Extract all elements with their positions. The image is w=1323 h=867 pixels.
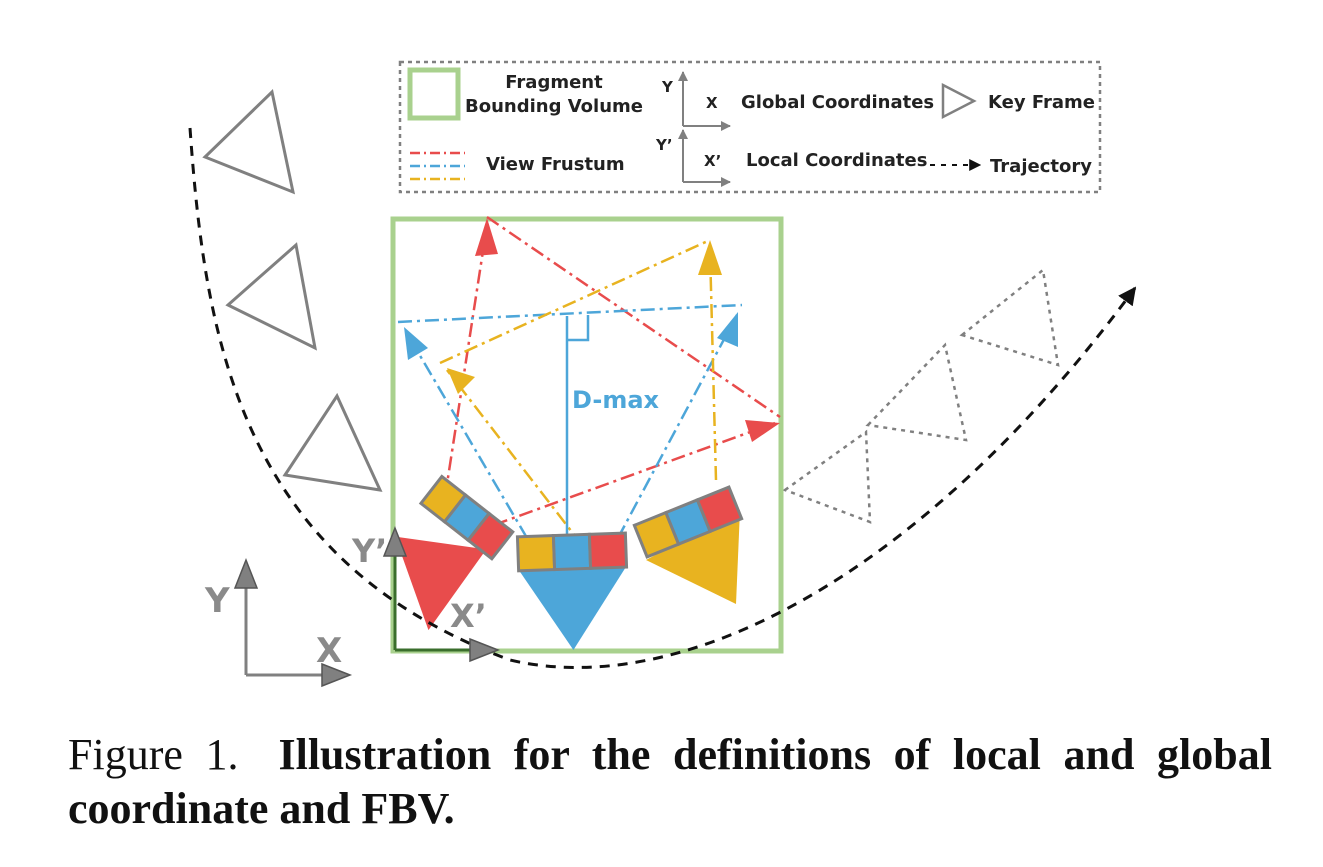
camera-blue-sensor xyxy=(587,531,629,570)
frustum-yellow-arrowhead xyxy=(447,368,475,394)
legend-local-axes-icon xyxy=(678,129,731,187)
key-frame-icon xyxy=(282,392,383,492)
key-frame-icon xyxy=(959,267,1060,367)
dotted-key-frames xyxy=(782,267,1060,524)
frustum-yellow-arrowhead xyxy=(698,240,722,275)
frustum-blue-arrowhead xyxy=(717,312,738,347)
legend-border xyxy=(398,60,1102,194)
local-x-axis-label: X’ xyxy=(450,597,487,635)
frustum-blue xyxy=(397,303,743,539)
legend-fbv-label-line2: Bounding Volume xyxy=(465,96,643,117)
local-y-axis-label: Y’ xyxy=(351,532,387,570)
frustum-blue-arrowhead xyxy=(404,327,428,360)
camera-blue-cone xyxy=(518,566,627,650)
caption-number: Figure 1. xyxy=(68,730,239,779)
caption-text: Illustration for the definitions of loca… xyxy=(68,730,1272,833)
frustum-red-arrowhead xyxy=(745,420,780,442)
legend: Fragment Bounding Volume View Frustum Y … xyxy=(398,60,1102,194)
key-frame-icon xyxy=(202,89,296,195)
fragment-bounding-volume xyxy=(390,216,784,654)
legend-local-x-label: X’ xyxy=(704,152,721,170)
camera-yellow-cone xyxy=(646,510,740,604)
d-max-label: D-max xyxy=(572,386,660,414)
camera-blue-sensor xyxy=(551,532,593,572)
camera-blue-sensor xyxy=(515,534,557,573)
legend-trajectory-label: Trajectory xyxy=(990,156,1092,177)
key-frame-icon xyxy=(225,242,318,351)
legend-global-x-label: X xyxy=(706,94,718,112)
legend-local-y-label: Y’ xyxy=(655,136,673,154)
legend-keyframe-icon xyxy=(941,82,977,120)
frustum-red xyxy=(443,215,781,527)
legend-global-axes-icon xyxy=(678,71,731,131)
camera-blue xyxy=(515,531,629,650)
global-axes xyxy=(233,557,353,688)
camera-red xyxy=(395,474,515,631)
local-axes xyxy=(382,525,501,663)
global-x-axis-label: X xyxy=(316,631,342,671)
camera-yellow xyxy=(632,485,744,604)
camera-yellow-sensor xyxy=(695,485,744,534)
legend-global-y-label: Y xyxy=(661,78,674,96)
legend-frustum-label: View Frustum xyxy=(486,154,625,175)
key-frames xyxy=(202,89,383,492)
legend-frustum-swatch xyxy=(410,151,465,181)
frustum-red-arrowhead xyxy=(475,218,498,256)
legend-fbv-label-line1: Fragment xyxy=(505,72,603,93)
key-frame-icon xyxy=(865,342,968,442)
global-y-axis-label: Y xyxy=(204,581,230,621)
figure-caption: Figure 1.Illustration for the definition… xyxy=(68,728,1272,836)
trajectory-path xyxy=(188,127,1137,669)
legend-local-label: Local Coordinates xyxy=(746,150,927,171)
figure-diagram: Fragment Bounding Volume View Frustum Y … xyxy=(188,60,1137,688)
legend-keyframe-label: Key Frame xyxy=(988,92,1095,113)
frustum-yellow xyxy=(439,238,718,546)
legend-fbv-swatch xyxy=(407,67,461,121)
camera-red-sensor xyxy=(466,511,515,561)
legend-global-label: Global Coordinates xyxy=(741,92,934,113)
key-frame-icon xyxy=(782,429,872,524)
d-max-line xyxy=(565,315,590,540)
camera-red-cone xyxy=(395,536,487,631)
